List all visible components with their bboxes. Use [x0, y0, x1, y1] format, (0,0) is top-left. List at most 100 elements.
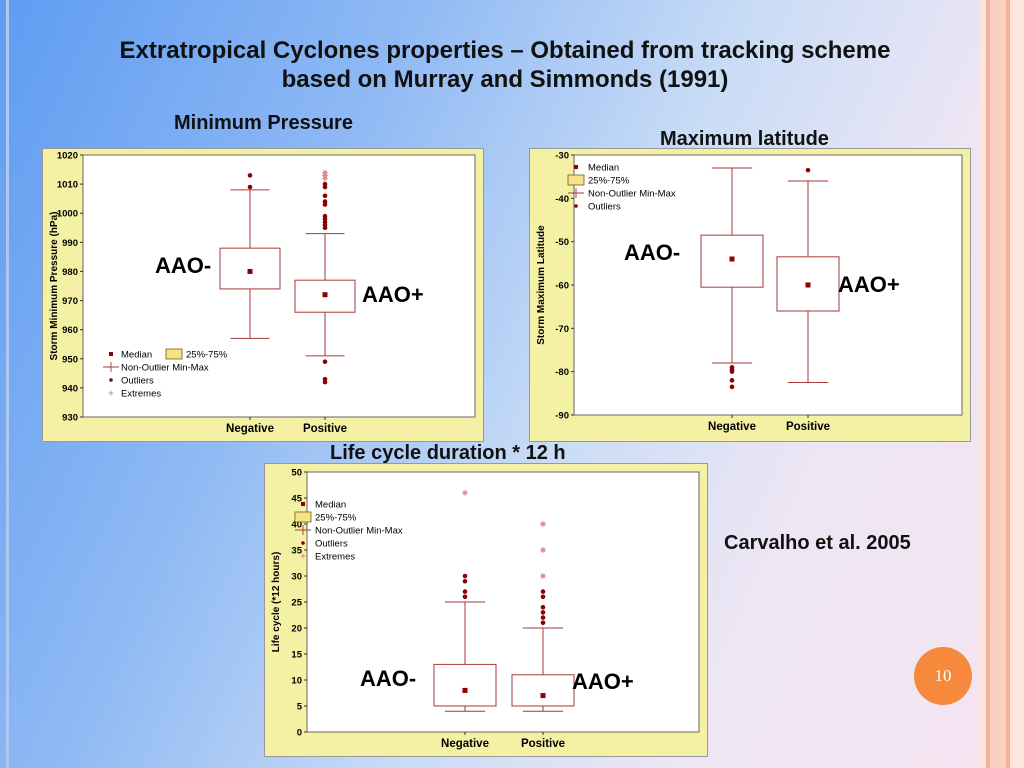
c3-positive-extreme-point: [540, 521, 546, 527]
c3-legend-box-symbol: [294, 511, 312, 523]
c3-positive-extreme-point: [540, 547, 546, 553]
c1-ytick-label: 950: [62, 354, 78, 365]
chart2-aao-neg-label: AAO-: [624, 240, 681, 265]
c2-legend-median-label: Median: [588, 163, 619, 174]
c3-positive-outlier-point: [540, 589, 546, 594]
c3-positive-box: [511, 674, 575, 707]
c2-legend-whisker-label: Non-Outlier Min-Max: [588, 189, 676, 200]
c1-positive-outlier-point: [322, 376, 328, 382]
c3-legend-whisker-label: Non-Outlier Min-Max: [315, 526, 403, 537]
c1-negative-box: [219, 247, 281, 290]
c2-negative-outlier-point: [729, 369, 735, 374]
chart3-aao-pos-label: AAO+: [572, 669, 634, 694]
c1-legend-extremes-label: Extremes: [121, 389, 161, 400]
c1-ytick-label: 930: [62, 413, 78, 424]
c1-ytick-label: 1000: [57, 209, 78, 220]
chart1-aao-pos-label: AAO+: [362, 282, 424, 307]
c3-negative-box: [433, 663, 497, 707]
c1-positive-extreme-point: [322, 169, 328, 176]
c3-y-axis-label: Life cycle (*12 hours): [271, 552, 282, 653]
c3-positive-outlier-point: [540, 594, 546, 600]
c1-positive-outlier-point: [322, 213, 328, 219]
c2-legend-median-symbol: [574, 165, 578, 169]
c1-y-axis-label: Storm Minimum Pressure (hPa): [49, 212, 60, 361]
c2-legend-outlier-symbol: [574, 204, 578, 208]
c3-ytick-label: 25: [291, 598, 302, 609]
c3-legend-box-label: 25%-75%: [315, 513, 357, 524]
c1-legend-whisker-label: Non-Outlier Min-Max: [121, 363, 209, 374]
c1-ytick-label: 1020: [57, 151, 78, 162]
c3-negative-outlier-point: [462, 578, 468, 584]
c2-legend-box-label: 25%-75%: [588, 176, 630, 187]
page-number-badge: 10: [914, 647, 972, 705]
left-accent-line: [6, 0, 9, 768]
c1-legend-extreme-symbol: [108, 390, 114, 396]
c2-xtick-label-negative: Negative: [708, 421, 756, 433]
c1-legend-whisker-symbol: [103, 362, 119, 372]
chart1-caption: Minimum Pressure: [174, 112, 353, 134]
c1-ytick-label: 980: [62, 267, 78, 278]
c2-legend-whisker-symbol: [568, 188, 584, 198]
c1-negative-outlier-point: [247, 173, 253, 178]
c1-legend-outlier-symbol: [109, 378, 113, 382]
c2-positive-outlier-point: [805, 167, 811, 173]
right-decorative-stripes: [980, 0, 1024, 768]
c2-negative-median-marker: [729, 256, 735, 262]
c1-ytick-label: 970: [62, 296, 78, 307]
c3-ytick-label: 50: [291, 468, 302, 479]
c3-negative-outlier-point: [462, 573, 468, 579]
slide-title: Extratropical Cyclones properties – Obta…: [20, 36, 990, 94]
c1-ytick-label: 1010: [57, 180, 78, 191]
c3-ytick-label: 45: [291, 494, 302, 505]
c1-ytick-label: 940: [62, 383, 78, 394]
c3-ytick-label: 40: [291, 520, 302, 531]
c3-ytick-label: 10: [291, 676, 302, 687]
c3-positive-outlier-point: [540, 604, 546, 610]
c3-xtick-label-positive: Positive: [521, 738, 565, 750]
chart3-aao-neg-label: AAO-: [360, 666, 417, 691]
c3-positive-outlier-point: [540, 620, 546, 626]
c1-positive-outlier-point: [322, 359, 328, 364]
c1-ytick-label: 960: [62, 325, 78, 336]
c1-legend-box-label: 25%-75%: [186, 350, 228, 361]
c3-ytick-label: 5: [297, 702, 303, 713]
c2-ytick-label: -60: [555, 281, 569, 292]
c2-ytick-label: -70: [555, 324, 569, 335]
chart2-aao-pos-label: AAO+: [838, 272, 900, 297]
c1-positive-outlier-point: [322, 193, 328, 199]
chart1-aao-neg-label: AAO-: [155, 253, 212, 278]
c1-legend-box-symbol: [165, 348, 183, 360]
c1-negative-median-marker: [247, 268, 253, 274]
c2-ytick-label: -90: [555, 411, 569, 422]
c1-ytick-label: 990: [62, 238, 78, 249]
c1-positive-median-marker: [322, 292, 328, 298]
c1-legend-outliers-label: Outliers: [121, 376, 154, 387]
c2-ytick-label: -40: [555, 194, 569, 205]
c1-xtick-label-negative: Negative: [226, 423, 274, 435]
citation: Carvalho et al. 2005: [724, 532, 911, 554]
c1-legend-median-label: Median: [121, 350, 152, 361]
c3-ytick-label: 30: [291, 572, 302, 583]
chart2-caption: Maximum latitude: [660, 128, 829, 150]
c3-ytick-label: 0: [297, 728, 302, 739]
c1-positive-outlier-point: [322, 181, 328, 187]
c3-legend-extremes-label: Extremes: [315, 552, 355, 563]
c2-ytick-label: -50: [555, 237, 569, 248]
slide-title-line1: Extratropical Cyclones properties – Obta…: [119, 37, 891, 64]
c2-ytick-label: -30: [555, 151, 569, 162]
c2-legend-box-symbol: [567, 174, 585, 186]
c3-negative-outlier-point: [462, 589, 468, 594]
c2-negative-outlier-point: [729, 378, 735, 383]
c2-legend-outliers-label: Outliers: [588, 202, 621, 213]
c3-plot-area: [306, 471, 700, 733]
c3-positive-outlier-point: [540, 615, 546, 620]
c3-xtick-label-negative: Negative: [441, 738, 489, 750]
c3-negative-extreme-point: [462, 489, 468, 496]
c2-positive-median-marker: [805, 282, 811, 288]
c3-ytick-label: 15: [291, 650, 302, 661]
